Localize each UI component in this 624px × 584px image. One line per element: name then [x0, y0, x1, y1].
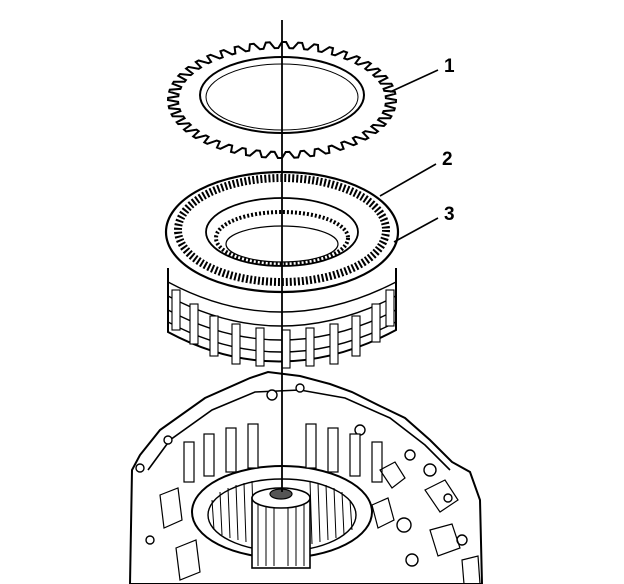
callout-1-leader	[389, 69, 439, 93]
case-wall-ribs	[183, 423, 383, 483]
callout-2-label: 2	[442, 149, 453, 170]
pack-stack-teeth	[171, 289, 395, 369]
hub-splines	[257, 500, 305, 566]
case-drum-splines	[211, 480, 353, 545]
plate2-inner-lip	[214, 210, 350, 266]
callout-3-label: 3	[444, 204, 455, 225]
shaft-end	[269, 488, 293, 500]
callout-3: 3	[393, 204, 455, 243]
callout-1: 1	[389, 56, 455, 93]
callout-3-leader	[393, 217, 439, 243]
callout-2-leader	[379, 163, 437, 197]
callout-1-label: 1	[444, 56, 455, 77]
transmission-case	[128, 370, 484, 584]
case-casting-details	[159, 461, 481, 584]
case-output-hub	[251, 497, 311, 569]
case-bolt-holes	[135, 383, 468, 567]
callout-2: 2	[379, 149, 453, 197]
